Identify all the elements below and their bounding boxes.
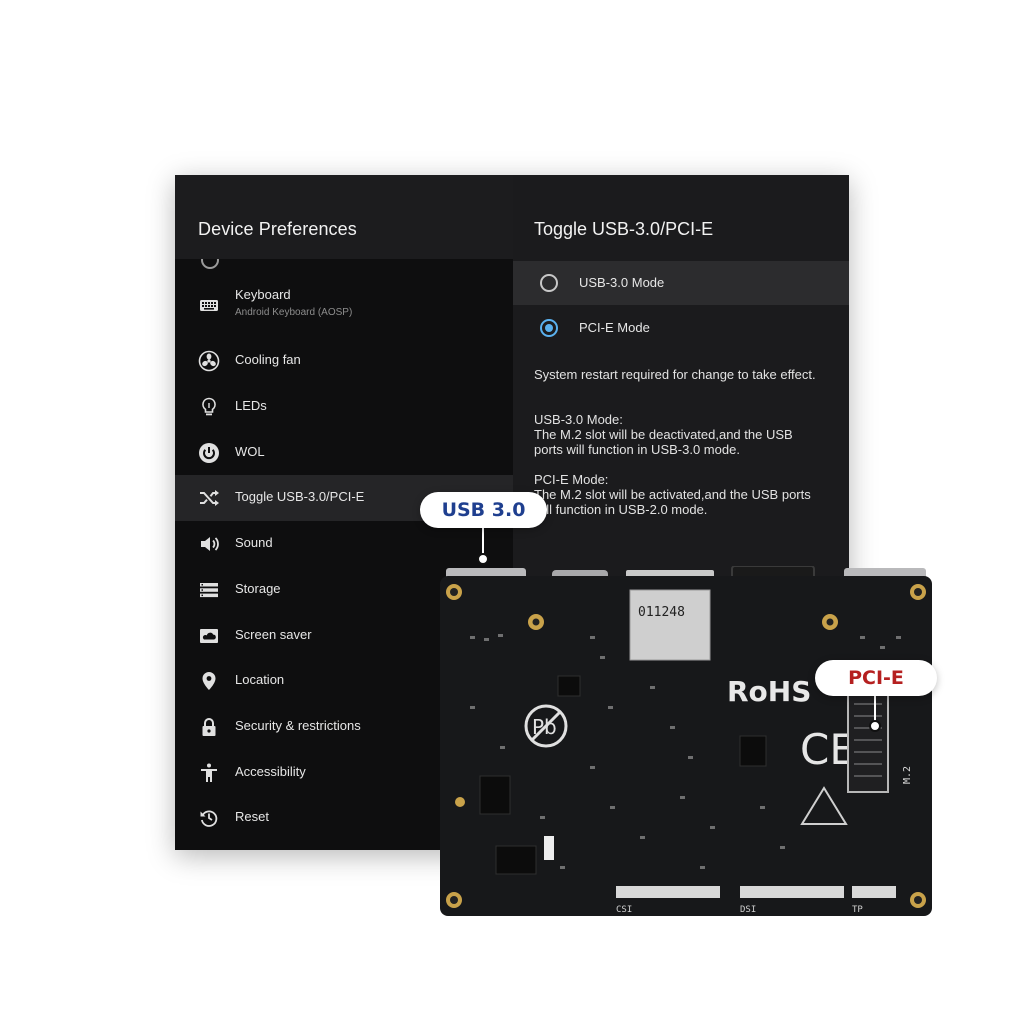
menu-sublabel: Android Keyboard (AOSP) (235, 307, 353, 318)
menu-label: WOL (235, 444, 265, 459)
usb-callout-line (482, 527, 484, 557)
dsi-label: DSI (740, 905, 756, 915)
menu-item-screen-saver[interactable]: Screen saver (175, 613, 513, 659)
radio-button[interactable] (540, 274, 558, 292)
menu-item-security[interactable]: Security & restrictions (175, 704, 513, 750)
detail-title: Toggle USB-3.0/PCI-E (534, 219, 714, 239)
pcie-callout-line (874, 694, 876, 724)
usb-callout-dot (477, 553, 489, 565)
tp-label: TP (852, 905, 863, 915)
menu-item-storage[interactable]: Storage (175, 567, 513, 613)
sd-card-slot (629, 589, 711, 661)
pcie-callout-dot (869, 720, 881, 732)
usb-mode-description: The M.2 slot will be deactivated,and the… (534, 427, 793, 457)
m2-label: M.2 (902, 766, 913, 784)
menu-label: Toggle USB-3.0/PCI-E (235, 489, 365, 504)
menu-label: Storage (235, 581, 281, 596)
csi-label: CSI (616, 905, 632, 915)
option-label: PCI-E Mode (579, 320, 650, 335)
menu-label: Reset (235, 809, 269, 824)
menu-label: Security & restrictions (235, 718, 361, 733)
usb-mode-heading: USB-3.0 Mode: (534, 412, 623, 427)
pb-free-mark (524, 704, 568, 748)
menu-label: Location (235, 672, 285, 687)
keyboard-icon (198, 294, 220, 316)
usb3-callout: USB 3.0 (420, 492, 547, 528)
pcb (440, 576, 932, 916)
storage-icon (198, 579, 220, 601)
menu-item-sound[interactable]: Sound (175, 521, 513, 567)
ce-mark: CE (800, 725, 856, 774)
tp-connector (852, 886, 896, 898)
board-illustration: 011248 RoHS Pb CE M.2 CSI DSI TP (440, 565, 932, 916)
sd-code: 011248 (638, 605, 685, 620)
left-header: Device Preferences (175, 175, 513, 259)
fan-icon (198, 350, 220, 372)
logo-triangle (800, 786, 848, 825)
pcie-mode-heading: PCI-E Mode: (534, 472, 609, 487)
board-photo: 011248 RoHS Pb CE M.2 CSI DSI TP (440, 565, 932, 916)
menu-item-cooling-fan[interactable]: Cooling fan (175, 338, 513, 384)
menu-label: Screen saver (235, 627, 312, 642)
power-icon (198, 442, 220, 464)
pcie-callout: PCI-E (815, 660, 937, 696)
menu-item-reset[interactable]: Reset (175, 795, 513, 841)
screensaver-icon (198, 625, 220, 647)
speaker-icon (198, 533, 220, 555)
accessibility-icon (198, 762, 220, 784)
menu-label: Accessibility (235, 764, 306, 779)
lock-icon (198, 716, 220, 738)
option-label: USB-3.0 Mode (579, 275, 665, 290)
pcie-mode-description: The M.2 slot will be activated,and the U… (534, 487, 811, 517)
location-pin-icon (198, 670, 220, 692)
page-title: Device Preferences (198, 219, 357, 239)
reset-icon (198, 807, 220, 829)
menu-item-wol[interactable]: WOL (175, 430, 513, 476)
menu-item-leds[interactable]: LEDs (175, 384, 513, 430)
menu-item-accessibility[interactable]: Accessibility (175, 750, 513, 796)
shuffle-icon (198, 487, 220, 509)
rohs-mark: RoHS (727, 675, 811, 708)
menu-label: Cooling fan (235, 352, 301, 367)
csi-connector (616, 886, 720, 898)
option-pcie-mode[interactable]: PCI-E Mode (513, 306, 849, 350)
dsi-connector (740, 886, 844, 898)
menu-label: LEDs (235, 398, 267, 413)
lightbulb-icon (198, 396, 220, 418)
menu-item-location[interactable]: Location (175, 658, 513, 704)
restart-note: System restart required for change to ta… (534, 367, 816, 382)
m2-slot (847, 693, 889, 793)
menu-label: Keyboard (235, 287, 291, 302)
radio-button-selected[interactable] (540, 319, 558, 337)
menu-item-keyboard[interactable]: Keyboard Android Keyboard (AOSP) (175, 282, 513, 328)
option-usb3-mode[interactable]: USB-3.0 Mode (513, 261, 849, 305)
menu-label: Sound (235, 535, 273, 550)
